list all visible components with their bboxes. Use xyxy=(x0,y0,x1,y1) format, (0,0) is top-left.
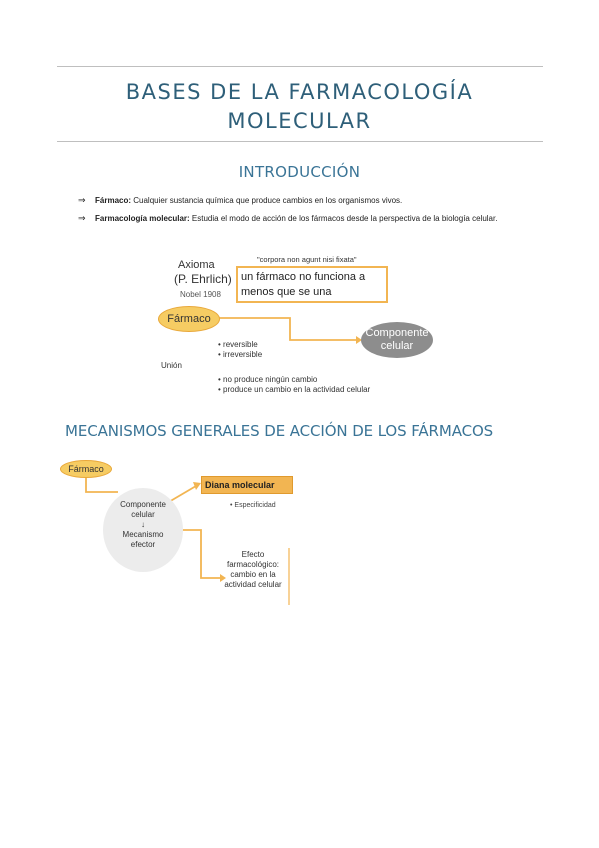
cell-mechanism-line1: Mecanismo xyxy=(122,530,164,539)
diana-molecular-label: Diana molecular xyxy=(205,480,275,490)
bullet-farmacologia-molecular: ⇒ Farmacología molecular: Estudia el mod… xyxy=(78,211,548,241)
bullet-change: • produce un cambio en la actividad celu… xyxy=(218,385,371,394)
quote-line1: un fármaco no funciona a xyxy=(241,271,366,283)
nobel-label: Nobel 1908 xyxy=(180,290,221,299)
page-title-line1: BASES DE LA FARMACOLOGÍA xyxy=(125,80,474,104)
bullet-text: Estudia el modo de acción de los fármaco… xyxy=(189,214,498,223)
component-line2: celular xyxy=(380,340,414,352)
implies-arrow-icon: ⇒ xyxy=(78,195,86,205)
bullet-farmaco: ⇒ Fármaco: Cualquier sustancia química q… xyxy=(78,193,548,208)
bullet-no-change: • no produce ningún cambio xyxy=(218,375,318,384)
component-line1: Componente xyxy=(365,327,429,339)
implies-arrow-icon: ⇒ xyxy=(78,213,86,223)
effect-line1: Efecto xyxy=(241,550,265,559)
cell-labels: Componente celular ↓ Mecanismo efector xyxy=(103,500,183,550)
title-bottom-rule xyxy=(57,141,543,142)
effect-label: Efecto farmacológico: cambio en la activ… xyxy=(220,550,286,590)
section-heading-introduccion: INTRODUCCIÓN xyxy=(238,163,361,181)
farmaco-node: Fármaco xyxy=(158,306,220,332)
author-label: (P. Ehrlich) xyxy=(174,272,232,286)
bullet-text: Cualquier sustancia química que produce … xyxy=(131,196,403,205)
section-heading-mecanismos: MECANISMOS GENERALES DE ACCIÓN DE LOS FÁ… xyxy=(65,422,494,440)
effect-line4: actividad celular xyxy=(224,580,282,589)
cell-component-line1: Componente xyxy=(120,500,166,509)
farmaco-node-2: Fármaco xyxy=(60,460,112,478)
top-rule xyxy=(57,66,543,67)
farmaco-node-label: Fármaco xyxy=(167,313,211,325)
axioma-label: Axioma xyxy=(178,259,215,271)
latin-quote: "corpora non agunt nisi fixata" xyxy=(257,255,357,264)
bullet-irreversible: • irreversible xyxy=(218,350,263,359)
quote-line2: menos que se una xyxy=(241,286,332,298)
union-label: Unión xyxy=(161,361,182,370)
especificidad-label: • Especificidad xyxy=(230,502,276,509)
down-arrow-icon: ↓ xyxy=(141,520,145,529)
effect-line3: cambio en la xyxy=(230,570,276,579)
bullet-term: Farmacología molecular: xyxy=(95,214,190,223)
diana-molecular-box: Diana molecular xyxy=(201,476,293,494)
page-title-line2: MOLECULAR xyxy=(227,109,372,133)
effect-line2: farmacológico: xyxy=(226,560,280,569)
farmaco-node-2-label: Fármaco xyxy=(68,464,104,474)
cell-circle xyxy=(103,488,183,572)
cell-component-line2: celular xyxy=(131,510,155,519)
quote-box: un fármaco no funciona a menos que se un… xyxy=(236,266,388,303)
bullet-reversible: • reversible xyxy=(218,340,258,349)
bullet-term: Fármaco: xyxy=(95,196,132,205)
cell-mechanism-line2: efector xyxy=(130,540,156,549)
